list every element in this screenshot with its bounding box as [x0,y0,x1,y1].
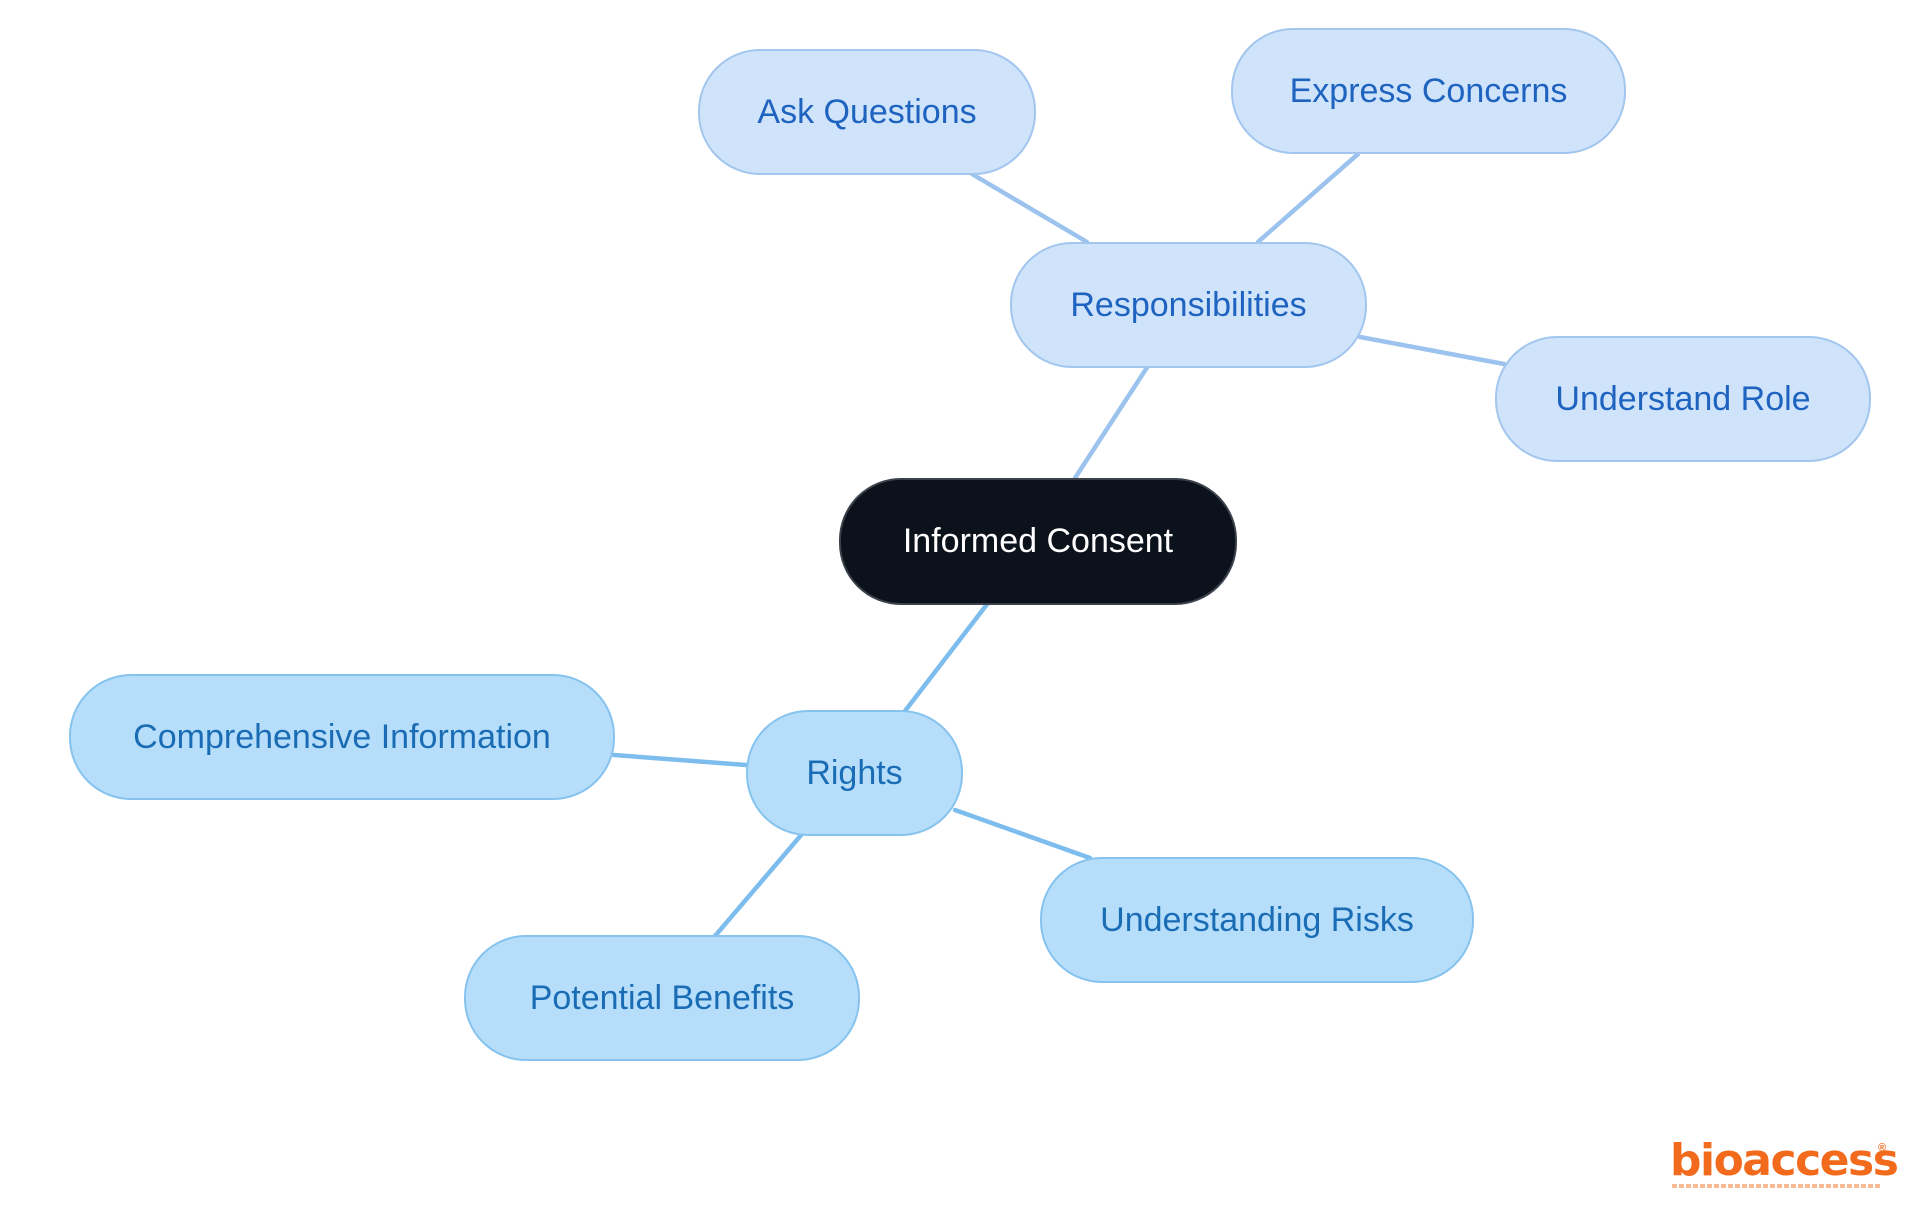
bioaccess-logo: bioaccess ® [1670,1138,1899,1193]
node-express-concerns[interactable]: Express Concerns [1231,28,1626,154]
node-comprehensive-information[interactable]: Comprehensive Information [69,674,615,800]
node-comprehensive-information-label: Comprehensive Information [133,717,551,756]
node-responsibilities[interactable]: Responsibilities [1010,242,1367,368]
node-potential-benefits-label: Potential Benefits [529,978,795,1017]
edge-responsibilities-express-concerns [1255,151,1361,245]
edge-rights-understanding-risks [952,807,1093,861]
node-understand-role[interactable]: Understand Role [1495,336,1871,462]
node-rights-label: Rights [806,753,903,792]
node-ask-questions[interactable]: Ask Questions [698,49,1036,175]
registered-mark: ® [1878,1142,1887,1154]
node-express-concerns-label: Express Concerns [1289,71,1568,110]
edge-responsibilities-understand-role [1357,334,1507,367]
node-understanding-risks-label: Understanding Risks [1100,900,1414,939]
edge-root-rights [902,600,991,714]
edge-rights-comprehensive-information [611,752,749,768]
edge-rights-potential-benefits [712,831,805,939]
edge-root-responsibilities [1072,363,1151,481]
root-node-informed-consent[interactable]: Informed Consent [839,478,1237,605]
edge-responsibilities-ask-questions [969,171,1090,245]
node-rights[interactable]: Rights [746,710,963,836]
node-understanding-risks[interactable]: Understanding Risks [1040,857,1474,983]
node-understand-role-label: Understand Role [1555,379,1811,418]
node-responsibilities-label: Responsibilities [1070,285,1307,324]
node-potential-benefits[interactable]: Potential Benefits [464,935,860,1061]
root-node-label: Informed Consent [902,522,1174,560]
node-ask-questions-label: Ask Questions [757,92,977,131]
logo-tagline [1672,1184,1882,1188]
logo-wordmark: bioaccess [1670,1135,1899,1186]
